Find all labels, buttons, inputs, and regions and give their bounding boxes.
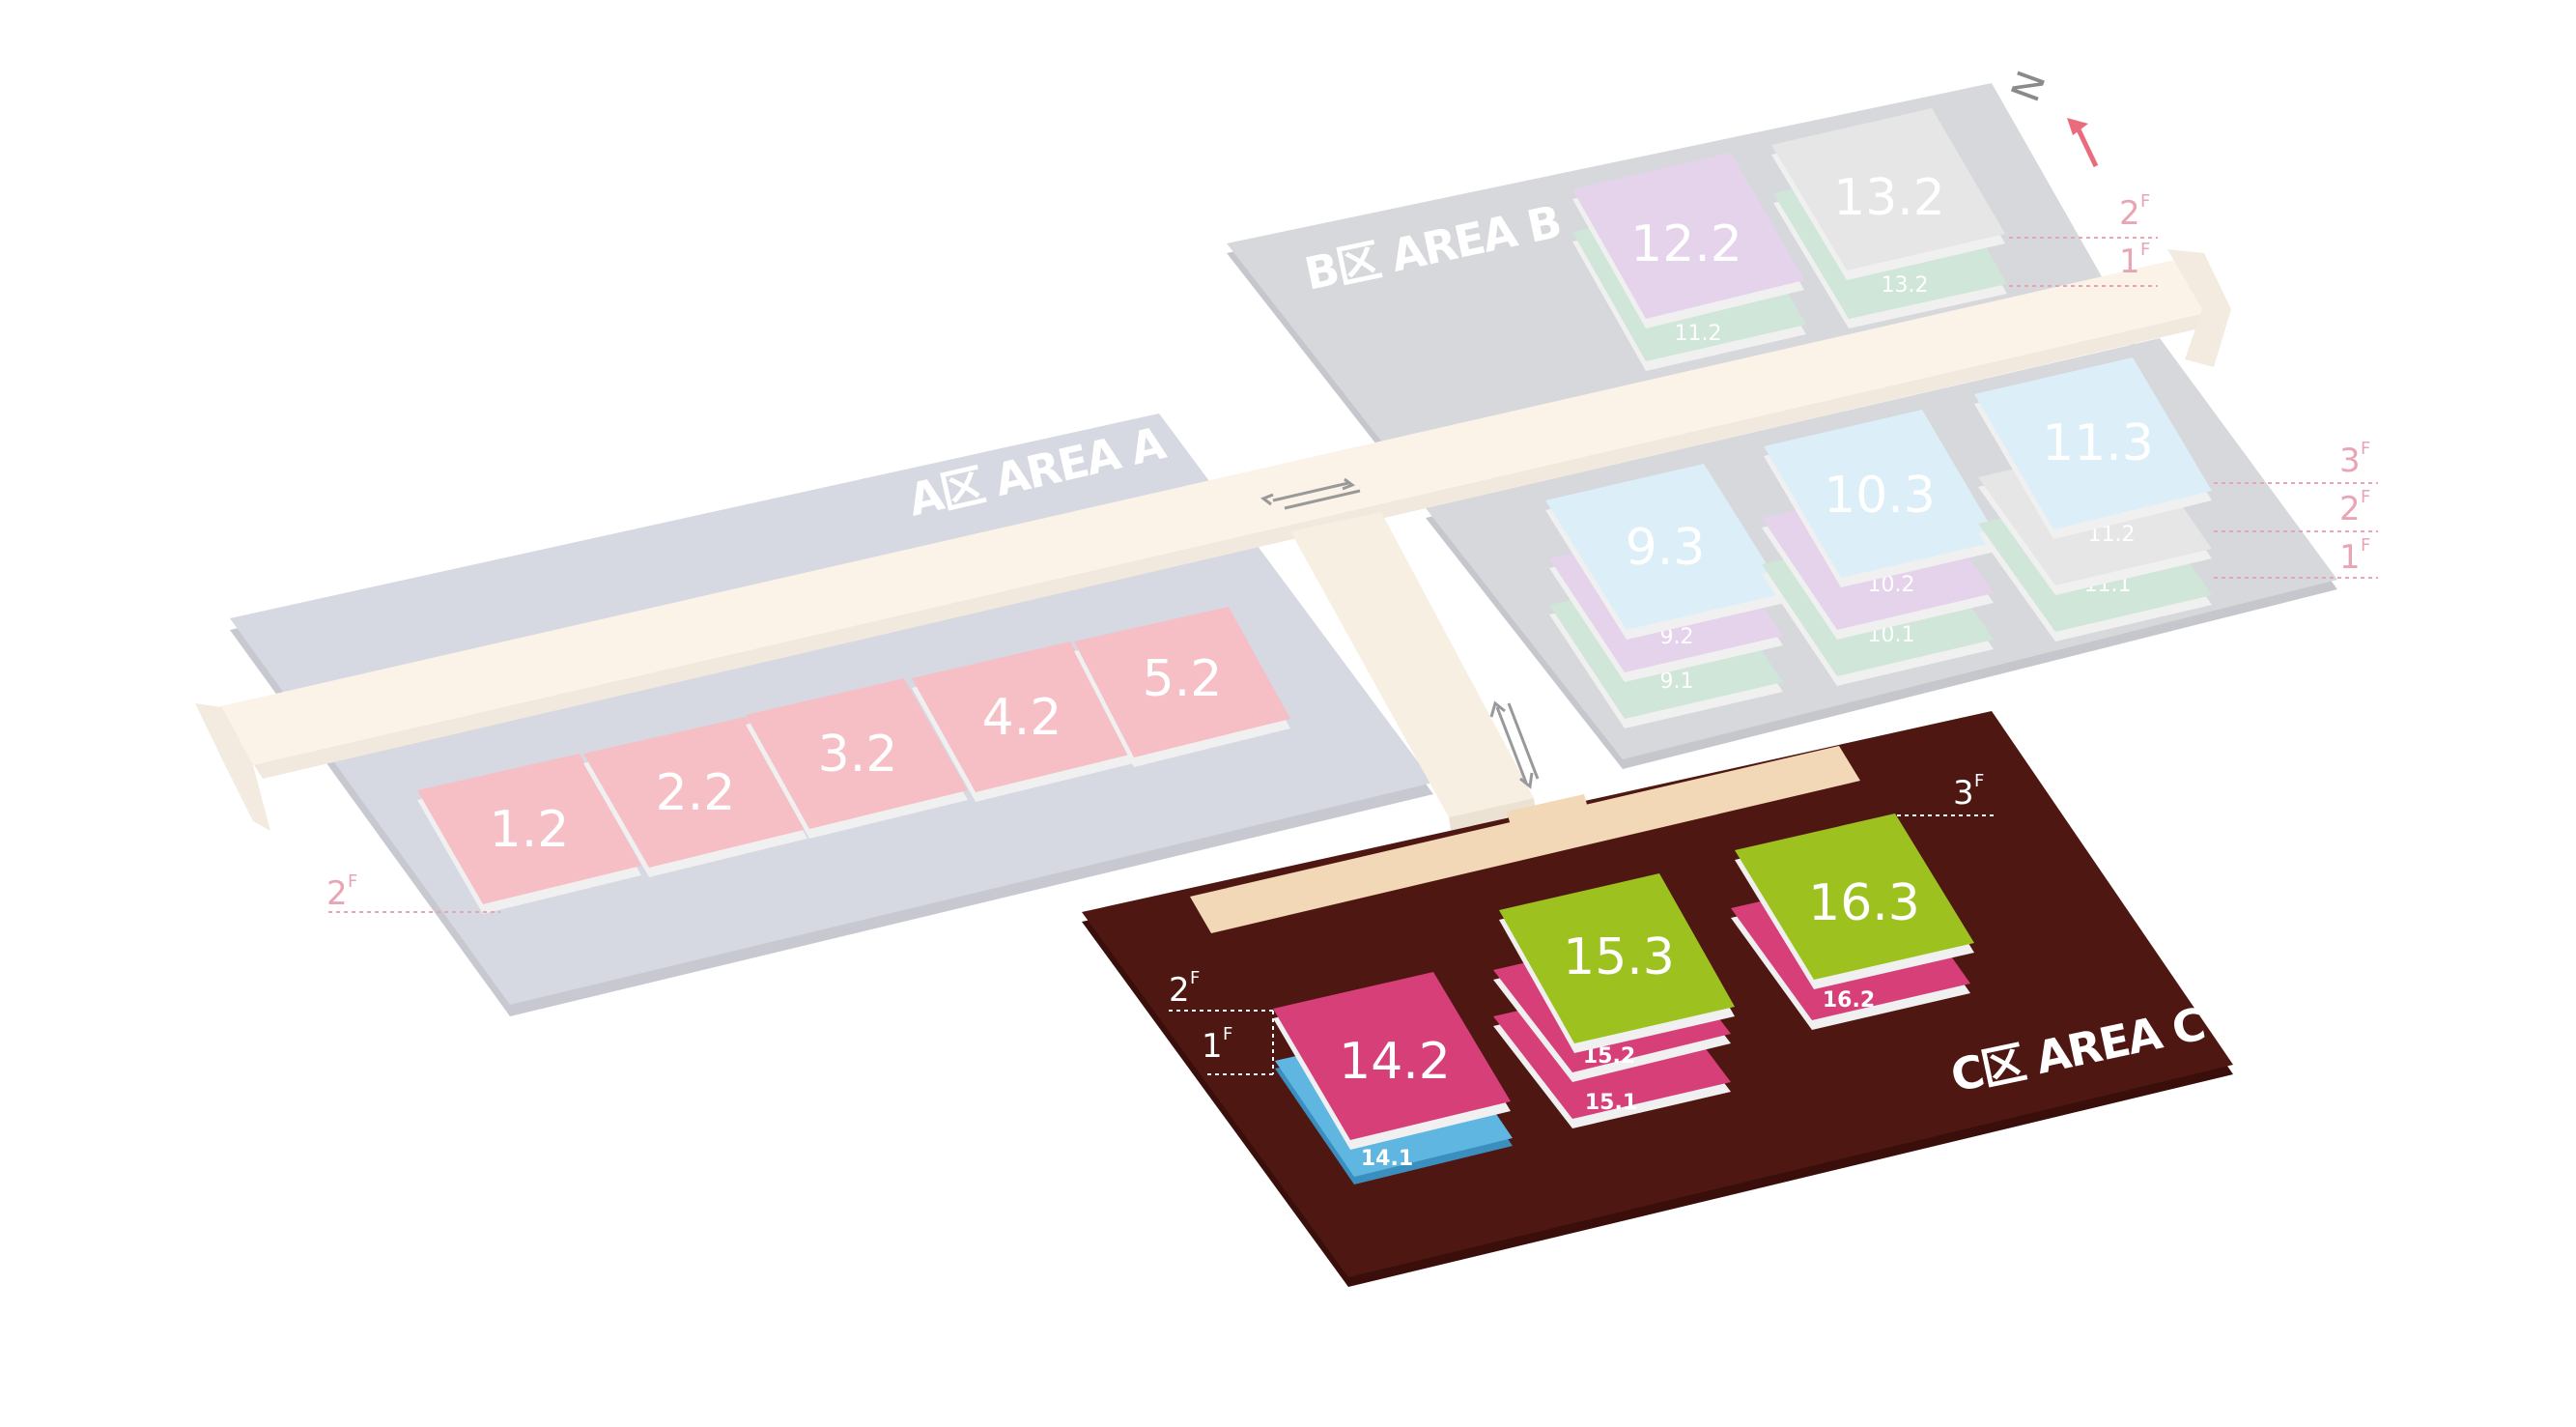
hall-5-2-label: 5.2 xyxy=(1143,650,1223,708)
hall-12-2-label: 12.2 xyxy=(1630,215,1742,273)
hall-13-2-lower-label: 13.2 xyxy=(1882,273,1929,298)
hall-16-3-face xyxy=(1735,813,1974,980)
north-arrowhead-icon xyxy=(2067,118,2088,135)
floor-marker-b2-1f: 1 F xyxy=(2214,535,2378,579)
floor-marker-a-2f: 2 F xyxy=(326,871,500,913)
hall-15-3-label: 15.3 xyxy=(1563,928,1675,986)
hall-4-2-face xyxy=(912,642,1134,792)
floor-marker-c-2f-sup: F xyxy=(1190,968,1200,988)
corridor-c-link-strip xyxy=(1507,794,1594,846)
corridor-c[interactable] xyxy=(1190,746,1860,933)
hall-15-3-face xyxy=(1499,873,1735,1043)
hall-4-2-label: 4.2 xyxy=(982,689,1062,747)
floor-marker-b2-2f-num: 2 xyxy=(2339,490,2361,528)
hall-14-2-label: 14.2 xyxy=(1339,1033,1451,1091)
hall-3-2-label: 3.2 xyxy=(818,726,898,784)
hall-2-2[interactable]: 2.2 xyxy=(583,717,807,877)
north-label: N xyxy=(2003,66,2054,108)
floor-marker-b-1f-num: 1 xyxy=(2119,243,2140,281)
floor-marker-b-1f: 1 F xyxy=(2009,240,2158,287)
floor-marker-a-2f-num: 2 xyxy=(326,874,348,913)
hall-16-2-label: 16.2 xyxy=(1823,988,1875,1013)
floor-marker-b-2f-sup: F xyxy=(2140,191,2150,212)
hall-1-2-face xyxy=(417,754,641,904)
hall-16-3[interactable]: 16.3 xyxy=(1735,813,1974,989)
hall-9-1-label: 9.1 xyxy=(1660,670,1694,694)
hall-2-2-label: 2.2 xyxy=(656,764,736,822)
floor-marker-b-2f-num: 2 xyxy=(2119,194,2140,233)
corridor-link[interactable] xyxy=(1260,477,1540,831)
hall-10-3-face xyxy=(1764,410,1999,578)
floor-marker-c-3f-sup: F xyxy=(1974,771,1984,791)
hall-13-2[interactable]: 13.2 xyxy=(1771,108,2005,280)
floor-marker-c-3f: 3 F xyxy=(1897,771,1996,816)
floor-marker-a-2f-sup: F xyxy=(348,871,357,892)
hall-10-3[interactable]: 10.3 xyxy=(1764,410,1999,587)
hall-1-2[interactable]: 1.2 xyxy=(417,754,641,914)
corridor-main-west-end xyxy=(195,703,270,831)
hall-14-1-label: 14.1 xyxy=(1361,1147,1413,1171)
corridor-link-edge xyxy=(1449,798,1536,831)
hall-16-3-label: 16.3 xyxy=(1808,874,1920,932)
hall-1-2-label: 1.2 xyxy=(490,801,570,859)
hall-11-3-face xyxy=(1974,357,2212,529)
corridor-main-floor xyxy=(216,253,2214,765)
hall-11-3-label: 11.3 xyxy=(2042,414,2154,472)
floor-marker-b-1f-sup: F xyxy=(2140,240,2150,260)
floor-marker-b2-2f: 2 F xyxy=(2214,487,2378,532)
hall-5-2[interactable]: 5.2 xyxy=(1074,607,1290,767)
escalator-arrows-south xyxy=(1495,702,1540,784)
floor-marker-b2-2f-sup: F xyxy=(2361,487,2370,507)
corridor-main-east-end xyxy=(2167,249,2231,367)
hall-15-1-label: 15.1 xyxy=(1585,1091,1637,1115)
floor-marker-c-3f-num: 3 xyxy=(1953,774,1974,813)
hall-15-3[interactable]: 15.3 xyxy=(1499,873,1735,1053)
hall-12-2-face xyxy=(1572,153,1804,319)
hall-14-2[interactable]: 14.2 xyxy=(1273,972,1511,1150)
hall-3-2[interactable]: 3.2 xyxy=(746,678,968,839)
hall-10-3-label: 10.3 xyxy=(1824,467,1936,525)
escalator-arrows-north xyxy=(1272,481,1361,510)
corridor-main[interactable] xyxy=(195,249,2231,831)
hall-3-2-face xyxy=(746,678,968,829)
floor-marker-b2-3f-num: 3 xyxy=(2339,442,2361,480)
escalator-arrowheads-north xyxy=(1260,477,1356,506)
escalator-arrowheads-south xyxy=(1489,700,1534,789)
hall-12-2[interactable]: 12.2 xyxy=(1572,153,1804,328)
floor-marker-b-2f: 2 F xyxy=(2009,191,2158,239)
floor-marker-b2-3f: 3 F xyxy=(2214,439,2378,484)
floor-marker-c-1f: 1 F xyxy=(1202,1011,1275,1075)
hall-11-2-b-label: 11.2 xyxy=(1675,322,1722,346)
floor-marker-c-2f-num: 2 xyxy=(1169,971,1190,1010)
hall-9-3-label: 9.3 xyxy=(1626,519,1706,577)
floor-marker-b2-3f-sup: F xyxy=(2361,439,2370,459)
hall-5-2-face xyxy=(1074,607,1290,757)
hall-11-3[interactable]: 11.3 xyxy=(1974,357,2212,539)
floor-marker-c-2f: 2 F xyxy=(1169,968,1273,1012)
floor-marker-c-1f-sup: F xyxy=(1223,1024,1232,1044)
floor-marker-b2-1f-sup: F xyxy=(2361,535,2370,556)
north-arrow-icon xyxy=(2074,124,2099,168)
hall-14-2-face xyxy=(1273,972,1511,1140)
hall-9-3-face xyxy=(1545,464,1785,630)
corridor-link-floor xyxy=(1290,512,1534,817)
hall-13-2-face xyxy=(1771,108,2005,271)
hall-4-2[interactable]: 4.2 xyxy=(912,642,1134,802)
floor-marker-b2-1f-num: 1 xyxy=(2339,538,2361,577)
hall-2-2-face xyxy=(583,717,807,868)
floor-marker-c-1f-num: 1 xyxy=(1202,1027,1223,1066)
hall-13-2-label: 13.2 xyxy=(1833,169,1945,227)
hall-9-3[interactable]: 9.3 xyxy=(1545,464,1785,640)
